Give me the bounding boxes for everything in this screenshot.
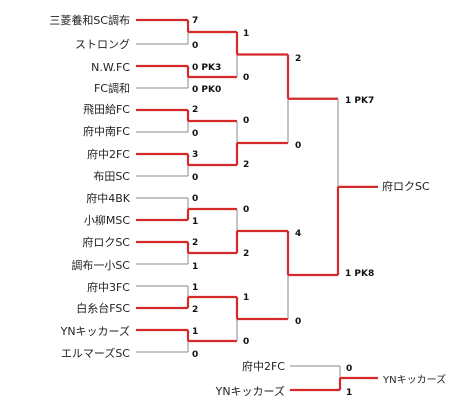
team-name-9: 府中4BK — [86, 191, 131, 205]
round2-scores: 1 0 0 2 0 2 1 0 — [243, 29, 249, 347]
r1-score-10: 1 — [192, 217, 198, 227]
team-name-12: 調布一小SC — [71, 258, 130, 272]
r1-score-4: 0 PK0 — [192, 85, 221, 95]
r1-score-2: 0 — [192, 41, 198, 51]
r2-score-4: 2 — [243, 160, 249, 170]
r1-score-5: 2 — [192, 105, 198, 115]
r2-score-2: 0 — [243, 73, 249, 83]
team-name-10: 小柳MSC — [84, 213, 130, 227]
qf-score-1: 2 — [295, 54, 301, 64]
team-name-6: 府中南FC — [83, 124, 130, 138]
r1-score-7: 3 — [192, 150, 198, 160]
r1-score-6: 0 — [192, 129, 198, 139]
r1-score-12: 1 — [192, 262, 198, 272]
r1-score-11: 2 — [192, 238, 198, 248]
r1-score-13: 1 — [192, 283, 198, 293]
champion-name: 府ロクSC — [382, 179, 430, 193]
r2-score-5: 0 — [243, 205, 249, 215]
team-name-8: 布田SC — [93, 170, 130, 183]
r2-score-1: 1 — [243, 29, 249, 39]
r1-score-14: 2 — [192, 305, 198, 315]
team-name-16: エルマーズSC — [61, 346, 130, 360]
r1-score-1: 7 — [192, 16, 198, 26]
qf-score-2: 0 — [295, 141, 301, 151]
team-name-4: FC調和 — [94, 81, 130, 95]
team-name-1: 三菱養和SC調布 — [49, 13, 130, 27]
team-name-14: 白糸台FSC — [76, 301, 130, 315]
r1-score-3: 0 PK3 — [192, 63, 221, 73]
team-name-3: N.W.FC — [91, 61, 130, 74]
sub-winner-name: YNキッカーズ — [382, 373, 446, 386]
team-name-11: 府ロクSC — [82, 235, 130, 249]
team-name-13: 府中3FC — [87, 280, 130, 294]
semifinal-scores: 1 PK7 1 PK8 — [345, 96, 374, 279]
r1-score-16: 0 — [192, 350, 198, 360]
qf-score-4: 0 — [295, 317, 301, 327]
r2-score-8: 0 — [243, 337, 249, 347]
team-name-7: 府中2FC — [87, 147, 130, 161]
sub-score-1: 0 — [346, 364, 352, 374]
team-names: 三菱養和SC調布 ストロング N.W.FC FC調和 飛田給FC 府中南FC 府… — [49, 13, 130, 360]
sf-score-2: 1 PK8 — [345, 269, 374, 279]
sub-team-name-1: 府中2FC — [242, 359, 285, 373]
qf-score-3: 4 — [295, 229, 301, 239]
team-name-2: ストロング — [75, 37, 130, 51]
team-name-5: 飛田給FC — [83, 102, 130, 116]
round1-scores: 7 0 0 PK3 0 PK0 2 0 3 0 0 1 2 1 1 2 1 0 — [192, 16, 221, 360]
r1-score-9: 0 — [192, 194, 198, 204]
r2-score-7: 1 — [243, 293, 249, 303]
quarterfinal-scores: 2 0 4 0 — [295, 54, 301, 327]
r1-score-15: 1 — [192, 327, 198, 337]
sub-score-2: 1 — [346, 388, 352, 398]
sf-score-1: 1 PK7 — [345, 96, 374, 106]
sub-team-name-2: YNキッカーズ — [215, 384, 285, 398]
team-name-15: YNキッカーズ — [60, 324, 130, 338]
r1-score-8: 0 — [192, 173, 198, 183]
r2-score-3: 0 — [243, 116, 249, 126]
bracket-lines — [136, 18, 378, 392]
sub-bracket: 府中2FC YNキッカーズ 0 1 YNキッカーズ — [215, 359, 447, 398]
r2-score-6: 2 — [243, 249, 249, 259]
